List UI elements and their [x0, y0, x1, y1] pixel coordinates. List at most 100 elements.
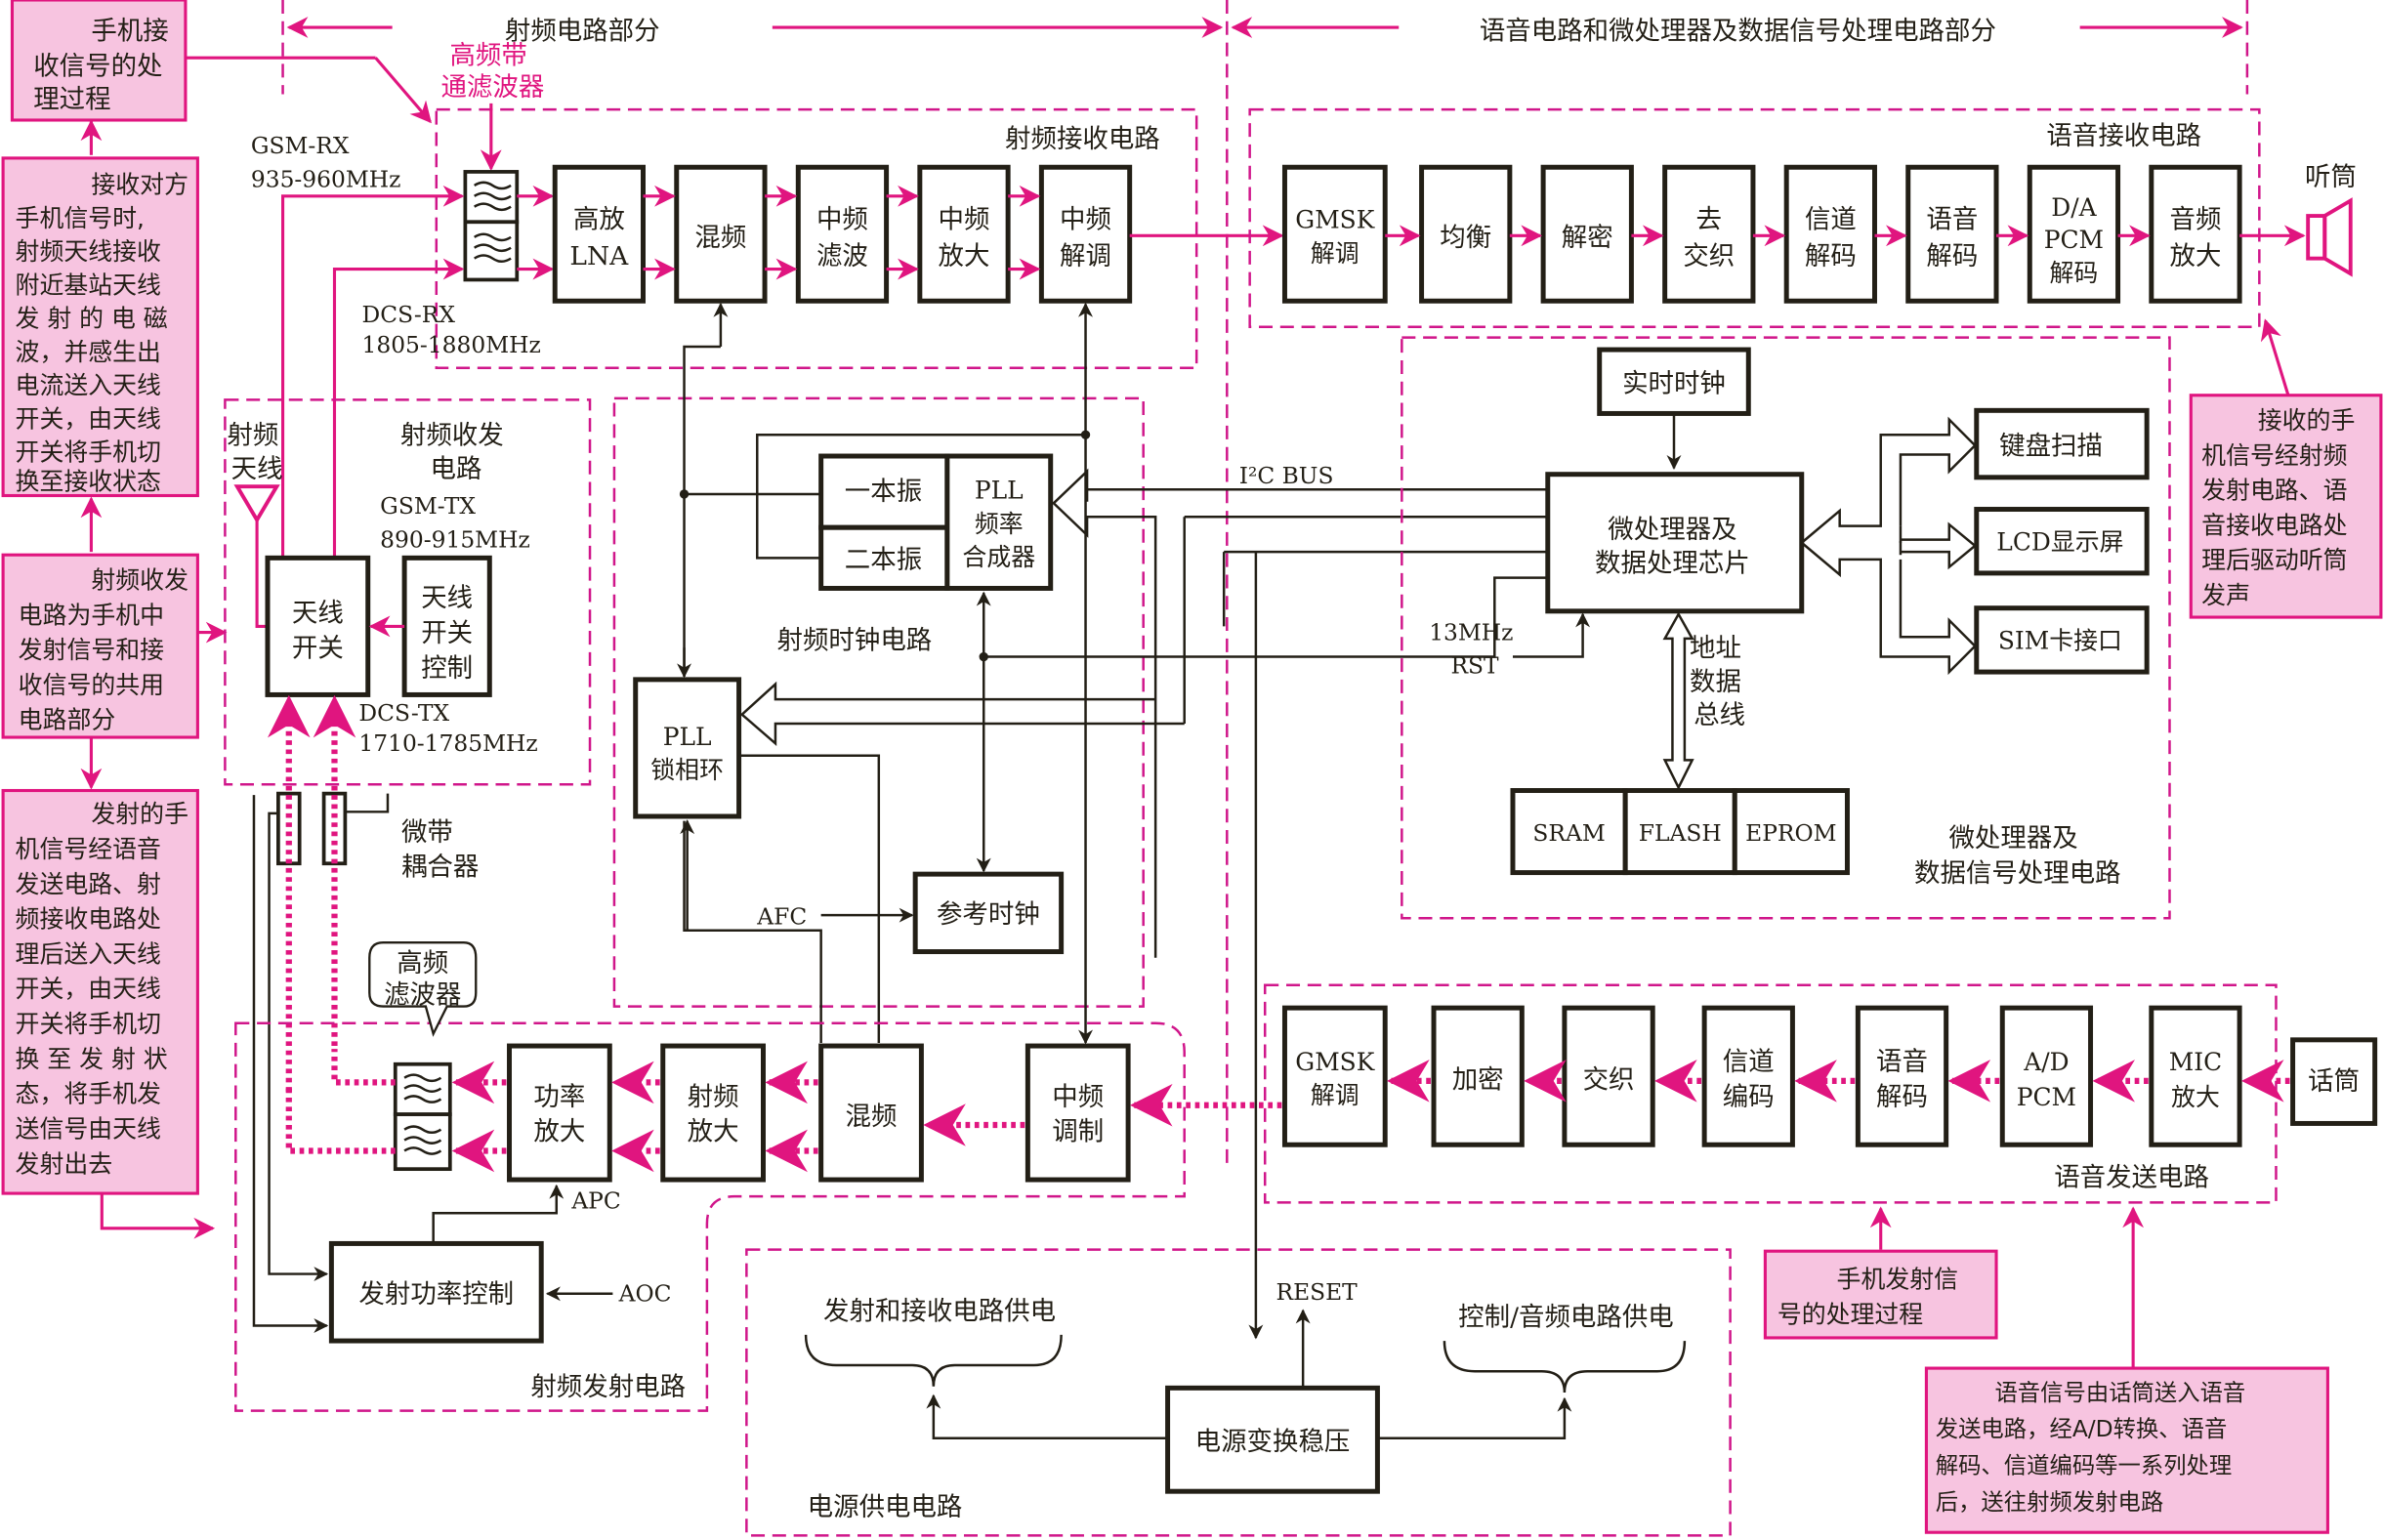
microstrip-coupler: 微带 耦合器: [276, 791, 479, 883]
power-supply-title: 电源供电电路: [808, 1492, 963, 1522]
rf-receive-circuit: 射频接收电路 高频带 通滤波器 GSM-RX 935-960MHz DCS-RX…: [251, 40, 1284, 563]
svg-text:语音解码: 语音解码: [1876, 1047, 1928, 1112]
tx-mixer-block: 混频: [818, 1043, 924, 1183]
svg-text:天线开关: 天线开关: [292, 599, 344, 664]
dcs-tx-label: DCS-TX 1710-1785MHz: [358, 699, 537, 757]
apc-label: APC: [570, 1187, 620, 1215]
rf-section-title: 射频电路部分: [505, 16, 660, 46]
voice-tx-block: 交织: [1562, 1005, 1655, 1147]
clock-reset-label: 13MHz RST: [1429, 618, 1521, 679]
svg-text:中频调制: 中频调制: [1052, 1082, 1104, 1147]
microphone-block: 话筒: [2290, 1037, 2378, 1126]
filter-wave-icon: [474, 181, 512, 212]
svg-text:功率放大: 功率放大: [533, 1082, 585, 1147]
power-amp-block: 功率放大: [507, 1043, 612, 1183]
bandpass-filter-label: 高频带 通滤波器: [440, 40, 544, 103]
svg-text:EPROM: EPROM: [1745, 819, 1836, 847]
if-modulator-block: 中频调制: [1025, 1043, 1131, 1183]
earpiece-label: 听筒: [2305, 162, 2357, 192]
note-rx-description: 接收对方 手机信号时, 射频天线接收 附近基站天线 发 射 的 电 磁 波，并感…: [1, 156, 199, 498]
note-shared-circuit: 射频收发 电路为手机中 发射信号和接 收信号的共用 电路部分: [1, 553, 199, 739]
svg-text:交织: 交织: [1583, 1065, 1635, 1096]
afc-label: AFC: [756, 903, 807, 931]
svg-text:去交织: 去交织: [1683, 205, 1735, 271]
filter-wave-icon: [474, 232, 512, 264]
svg-text:天线开关控制: 天线开关控制: [421, 583, 473, 684]
rf-rx-block-mixer: 混频: [674, 164, 768, 304]
gsm-tx-label: GSM-TX 890-915MHz: [380, 492, 530, 553]
tx-filter-lower: [393, 1112, 452, 1172]
svg-text:FLASH: FLASH: [1639, 819, 1722, 847]
svg-text:中频解调: 中频解调: [1060, 205, 1111, 271]
note-voice-tx-text: 语音信号由话筒送入语音 发送电路，经A/D转换、语音 解码、信道编码等一系列处理…: [1936, 1379, 2253, 1516]
svg-text:混频: 混频: [694, 223, 746, 253]
memory-eprom-block: EPROM: [1732, 788, 1850, 876]
svg-text:键盘扫描: 键盘扫描: [1999, 431, 2103, 461]
antenna-label: 射频 天线: [227, 421, 286, 484]
tx-power-control-block: 发射功率控制: [328, 1240, 544, 1344]
rf-amp-block: 射频放大: [660, 1043, 766, 1183]
svg-text:信道编码: 信道编码: [1723, 1047, 1775, 1112]
filter-wave-icon: [403, 1073, 442, 1103]
voice-rx-block: 去交织: [1662, 164, 1756, 304]
address-data-bus-label: 地址 数据 总线: [1690, 634, 1749, 730]
voice-rx-block: 解密: [1540, 164, 1634, 304]
svg-text:二本振: 二本振: [845, 545, 922, 575]
svg-text:加密: 加密: [1452, 1065, 1504, 1096]
voice-tx-block: 信道编码: [1701, 1005, 1795, 1147]
bandpass-filter-dcs: [463, 220, 520, 282]
svg-text:电源变换稳压: 电源变换稳压: [1195, 1427, 1351, 1457]
svg-text:SRAM: SRAM: [1532, 819, 1605, 847]
control-supply-label: 控制/音频电路供电: [1458, 1302, 1674, 1332]
lo2-block: 二本振: [818, 524, 950, 591]
rf-transmit-circuit: 射频发射电路 高频滤波器 功率放大 射频放大 混频 中频调制: [234, 941, 1282, 1412]
voice-tx-block: 语音解码: [1855, 1005, 1949, 1147]
transceiver-title: 射频收发 电路: [400, 421, 512, 484]
note-rx-process: 手机接 收信号的处 理过程: [10, 0, 188, 122]
mcu-title: 微处理器及 数据信号处理电路: [1914, 823, 2121, 889]
svg-text:音频放大: 音频放大: [2170, 205, 2222, 271]
antenna-switch-block: 天线开关: [265, 555, 371, 697]
power-supply-circuit: 电源供电电路 发射和接收电路供电 控制/音频电路供电 RESET 电源变换稳压: [745, 1248, 1732, 1537]
dcs-rx-label: DCS-RX 1805-1880MHz: [362, 301, 541, 358]
note-tx-process: 手机发射信 号的处理过程: [1763, 1249, 1998, 1340]
coupler-label: 微带 耦合器: [401, 817, 479, 883]
note-rx-output-text: 接收的手 机信号经射频 发射电路、语 音接收电路处 理后驱动听筒 发声: [2201, 406, 2363, 609]
note-tx-description-text: 发射的手 机信号经语音 发送电路、射 频接收电路处 理后送入天线 开关，由天线 …: [16, 800, 196, 1178]
voice-rx-block: 语音解码: [1905, 164, 1999, 304]
note-shared-circuit-text: 射频收发 电路为手机中 发射信号和接 收信号的共用 电路部分: [19, 565, 196, 733]
antenna-icon: [233, 484, 280, 628]
speaker-icon: [2306, 197, 2353, 277]
svg-text:微处理器及数据处理芯片: 微处理器及数据处理芯片: [1595, 515, 1750, 578]
svg-text:信道解码: 信道解码: [1805, 205, 1857, 271]
baseband-section-title: 语音电路和微处理器及数据信号处理电路部分: [1480, 16, 1996, 46]
svg-text:射频放大: 射频放大: [688, 1082, 739, 1147]
rf-clock-title: 射频时钟电路: [777, 626, 933, 656]
svg-text:语音解码: 语音解码: [1926, 205, 1978, 271]
gsm-rx-label: GSM-RX 935-960MHz: [251, 132, 401, 192]
i2c-bus-label: I²C BUS: [1239, 462, 1334, 489]
svg-text:SIM卡接口: SIM卡接口: [1998, 627, 2122, 655]
note-rx-output: 接收的手 机信号经射频 发射电路、语 音接收电路处 理后驱动听筒 发声: [2189, 394, 2383, 619]
reference-clock-block: 参考时钟: [912, 871, 1065, 955]
voice-rx-block: 音频放大: [2149, 164, 2242, 304]
lo1-block: 一本振: [818, 453, 950, 530]
svg-text:话筒: 话筒: [2308, 1066, 2360, 1097]
memory-flash-block: FLASH: [1622, 788, 1737, 876]
bandpass-filter-gsm: [463, 170, 520, 225]
voice-rx-block: 均衡: [1419, 164, 1513, 304]
